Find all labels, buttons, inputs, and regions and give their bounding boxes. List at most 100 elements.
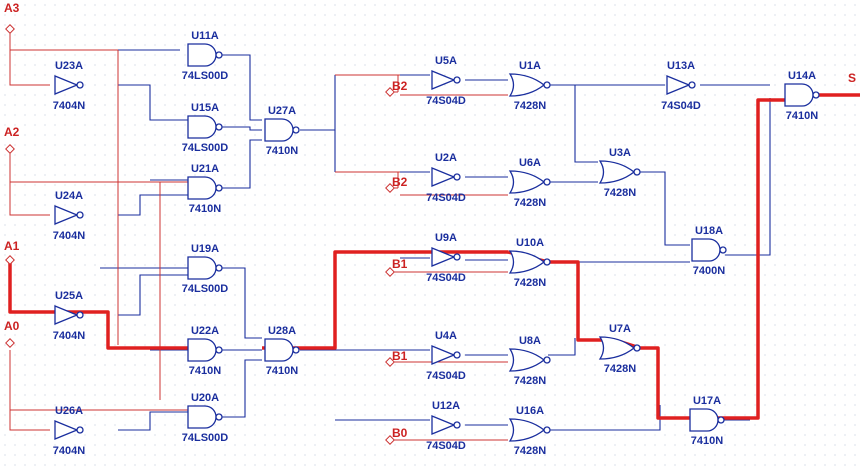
gate-ref-label: U14A [788,70,816,82]
gate-part-label: 7404N [53,445,85,457]
inversion-bubble [453,76,461,84]
pin-b1-top[interactable] [385,267,395,277]
gate-ref-label: U21A [191,163,219,175]
input-label-a2: A2 [4,125,20,139]
gate-ref-label: U16A [516,405,544,417]
gate-part-label: 74S04D [426,95,466,107]
gate-ref-label: U4A [435,330,457,342]
nor-gate-body [508,418,546,442]
not-gate-body [54,420,79,440]
gate-u8a[interactable]: U8A 7428N [508,335,551,387]
inversion-bubble [543,426,551,434]
nand-gate-body [264,338,294,362]
not-gate-body [431,247,456,267]
inversion-bubble [215,51,223,59]
inversion-bubble [719,246,727,254]
nand-gate-body [187,405,217,429]
gate-part-label: 7410N [691,435,723,447]
pin-b1-mid[interactable] [385,357,395,367]
gate-part-label: 7410N [266,365,298,377]
gate-ref-label: U3A [609,147,631,159]
gate-u17a[interactable]: U17A 7410N [689,395,725,447]
gate-ref-label: U26A [55,405,83,417]
inversion-bubble [453,421,461,429]
gate-ref-label: U25A [55,290,83,302]
gate-ref-label: U8A [519,335,541,347]
inversion-bubble [76,81,84,89]
gate-part-label: 74S04D [426,192,466,204]
not-gate-body [431,70,456,90]
gate-ref-label: U27A [268,105,296,117]
input-pin-a0[interactable] [5,338,15,348]
gate-u7a[interactable]: U7A 7428N [598,323,641,375]
gate-ref-label: U17A [693,395,721,407]
gate-ref-label: U9A [435,232,457,244]
gate-ref-label: U7A [609,323,631,335]
nand-gate-body [187,43,217,67]
gate-part-label: 7404N [53,230,85,242]
gate-part-label: 7404N [53,100,85,112]
not-gate-body [431,415,456,435]
nor-gate-body [508,250,546,274]
input-pin-a2[interactable] [5,144,15,154]
gate-part-label: 74S04D [661,100,701,112]
pin-b2-mid[interactable] [385,183,395,193]
pin-label-b1-top: B1 [392,257,408,271]
pin-b2-top[interactable] [385,87,395,97]
gate-part-label: 74S04D [426,370,466,382]
gate-part-label: 7410N [786,110,818,122]
nor-gate-body [598,336,636,360]
input-pin-a3[interactable] [5,24,15,34]
gate-u4a[interactable]: U4A 74S04D [426,330,466,382]
inversion-bubble [543,81,551,89]
inversion-bubble [717,416,725,424]
gate-ref-label: U28A [268,325,296,337]
gate-part-label: 7428N [514,375,546,387]
inversion-bubble [543,356,551,364]
gate-ref-label: U11A [191,30,219,42]
inversion-bubble [215,123,223,131]
gate-u5a[interactable]: U5A 74S04D [426,55,466,107]
input-label-a1: A1 [4,239,20,253]
gate-u28a[interactable]: U28A 7410N [264,325,300,377]
active-path-u7 [614,338,690,420]
gate-part-label: 74LS00D [182,432,229,444]
active-path-a1 [8,263,188,350]
gate-u26a[interactable]: U26A 7404N [53,405,85,457]
inversion-bubble [76,426,84,434]
nand-gate-body [187,338,217,362]
gate-u14a[interactable]: U14A 7410N [784,70,820,122]
nand-gate-body [187,115,217,139]
gate-part-label: 7400N [693,265,725,277]
gate-ref-label: U1A [519,60,541,72]
gate-ref-label: U5A [435,55,457,67]
input-pin-a1[interactable] [5,255,15,265]
nand-gate-body [784,83,814,107]
inversion-bubble [215,413,223,421]
gate-part-label: 74LS00D [182,283,229,295]
gate-part-label: 7410N [189,365,221,377]
gate-part-label: 7428N [604,363,636,375]
pin-b0[interactable] [385,435,395,445]
not-gate-body [54,205,79,225]
